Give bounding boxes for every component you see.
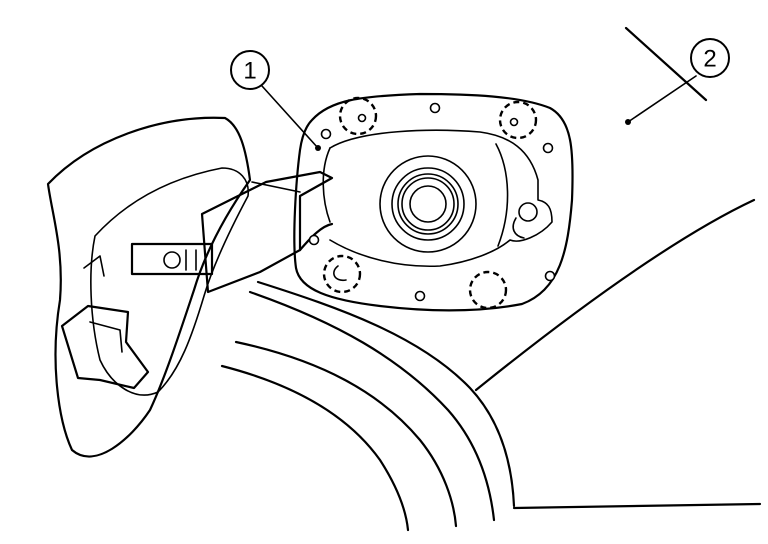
callout-1-label: 1: [243, 58, 256, 85]
callout-1: 1: [230, 50, 321, 151]
fuel-filler-housing: [293, 92, 574, 312]
callout-2-label: 2: [703, 46, 716, 73]
fuel-filler-door: [46, 116, 334, 458]
body-panel: [220, 26, 762, 532]
callout-2: 2: [625, 38, 730, 125]
